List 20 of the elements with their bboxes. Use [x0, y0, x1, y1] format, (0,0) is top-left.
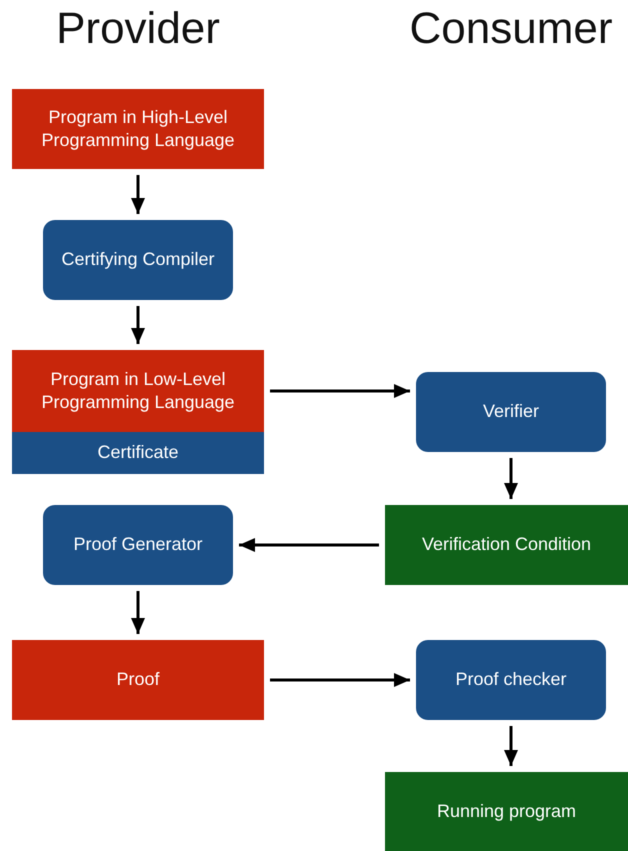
process-box: Certifying Compiler	[43, 220, 233, 300]
process-box: Proof checker	[416, 640, 606, 720]
arrow	[270, 384, 410, 398]
arrow	[131, 591, 145, 634]
arrow	[131, 175, 145, 214]
arrow	[270, 673, 410, 687]
program-box: Program in High-Level Programming Language	[12, 89, 264, 169]
column-heading: Consumer	[410, 4, 612, 54]
arrow	[239, 538, 379, 552]
certificate-box: Certificate	[12, 432, 264, 474]
arrow	[131, 306, 145, 344]
arrow	[504, 458, 518, 499]
column-heading: Provider	[56, 4, 220, 54]
program-box: Proof	[12, 640, 264, 720]
result-box: Running program	[385, 772, 628, 851]
program-box: Program in Low-Level Programming Language	[12, 350, 264, 432]
process-box: Proof Generator	[43, 505, 233, 585]
process-box: Verifier	[416, 372, 606, 452]
arrow	[504, 726, 518, 766]
result-box: Verification Condition	[385, 505, 628, 585]
